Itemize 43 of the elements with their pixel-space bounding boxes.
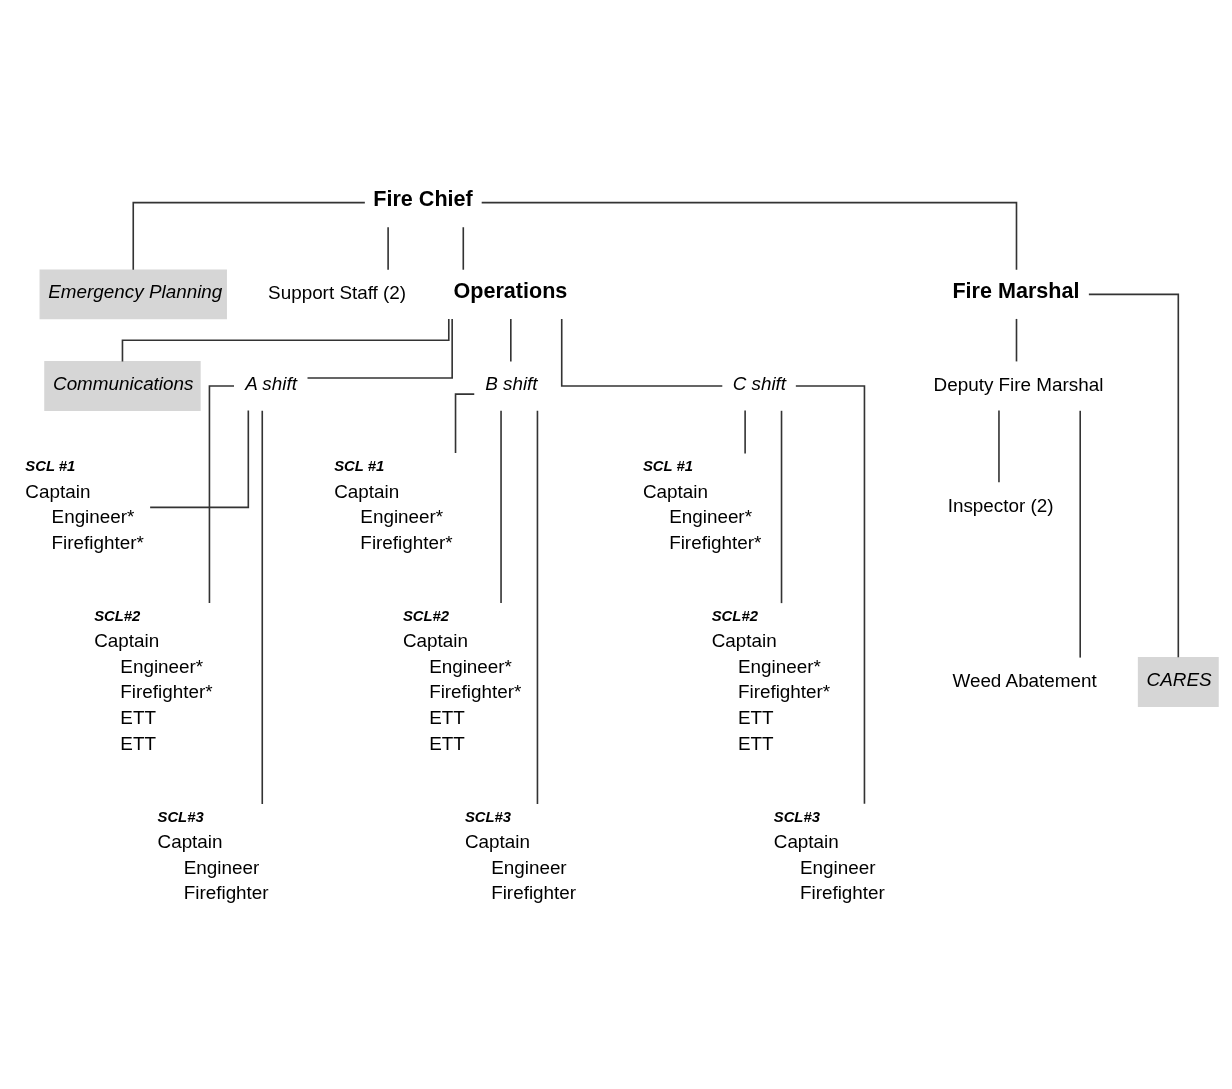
connector bbox=[560, 318, 724, 387]
node-text: C shift bbox=[732, 372, 787, 394]
connector bbox=[744, 409, 746, 455]
node-box: Emergency Planning bbox=[39, 269, 227, 320]
node-text: SCL#2 Captain Engineer* Firefighter* ETT ETT bbox=[94, 608, 213, 754]
node-box: Communications bbox=[44, 361, 201, 411]
node-text: SCL#3 Captain Engineer Firefighter bbox=[157, 809, 269, 904]
connector bbox=[387, 226, 389, 271]
connector bbox=[500, 410, 502, 604]
node-text: Support Staff (2) bbox=[268, 282, 407, 304]
node-text: Deputy Fire Marshal bbox=[933, 374, 1104, 396]
connector bbox=[1079, 410, 1081, 659]
connector bbox=[462, 226, 465, 271]
node-text: SCL#3 Captain Engineer Firefighter bbox=[464, 809, 577, 904]
node-text: SCL #1 Captain Engineer* Firefighter* bbox=[334, 458, 453, 553]
connector bbox=[1015, 318, 1018, 363]
node-text: Inspector (2) bbox=[947, 494, 1054, 516]
connector bbox=[149, 409, 250, 509]
connector bbox=[480, 201, 1018, 271]
connector bbox=[998, 409, 1000, 484]
node-text: SCL #1 Captain Engineer* Firefighter* bbox=[25, 458, 144, 553]
connector bbox=[795, 385, 866, 805]
connector bbox=[121, 318, 450, 363]
node-text: SCL#2 Captain Engineer* Firefighter* ETT ETT bbox=[711, 608, 831, 754]
connector bbox=[1088, 293, 1180, 658]
connector bbox=[536, 409, 539, 805]
node-text: SCL#2 Captain Engineer* Firefighter* ETT ETT bbox=[402, 608, 522, 754]
node-box: CARES bbox=[1137, 657, 1219, 707]
node-text: A shift bbox=[245, 372, 297, 394]
connector bbox=[261, 409, 264, 805]
connector bbox=[306, 318, 453, 379]
connector bbox=[780, 410, 783, 604]
node-text: B shift bbox=[485, 372, 538, 394]
node-text: Operations bbox=[453, 278, 568, 304]
node-text: SCL#3 Captain Engineer Firefighter bbox=[773, 809, 885, 904]
node-text: Fire Marshal bbox=[952, 278, 1080, 304]
node-text: SCL #1 Captain Engineer* Firefighter* bbox=[642, 458, 762, 553]
connector bbox=[454, 393, 476, 454]
node-text: Weed Abatement bbox=[952, 670, 1097, 692]
connector bbox=[510, 318, 512, 363]
connector bbox=[208, 385, 235, 604]
node-text: Fire Chief bbox=[373, 186, 473, 212]
connector bbox=[132, 201, 366, 271]
